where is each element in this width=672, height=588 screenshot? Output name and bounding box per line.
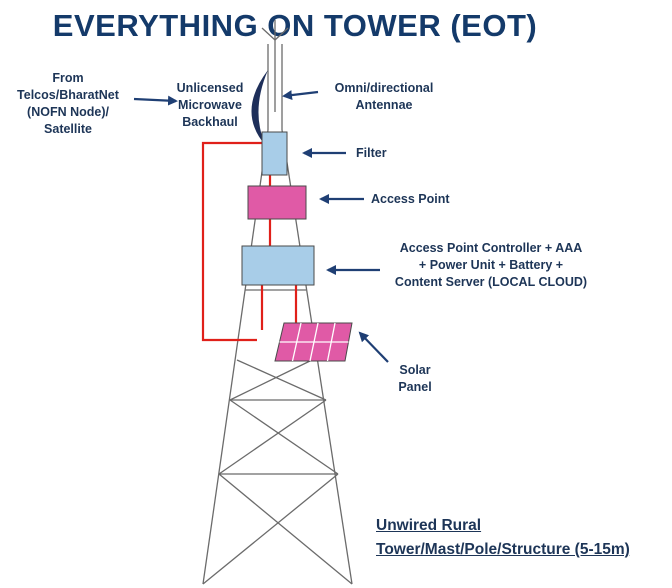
microwave-dish-icon — [251, 70, 268, 146]
arrow-source — [133, 95, 178, 106]
filter-label: Filter — [356, 146, 387, 160]
solar-panel-icon — [274, 322, 353, 362]
structure-footnote: Unwired Rural Tower/Mast/Pole/Structure … — [376, 517, 630, 558]
source-label: From Telcos/BharatNet (NOFN Node)/ Satel… — [17, 71, 119, 136]
power-wiring — [201, 141, 298, 342]
page-title: EVERYTHING ON TOWER (EOT) — [52, 8, 538, 43]
solar-label: Solar Panel — [398, 363, 432, 394]
arrow-antenna — [282, 90, 319, 101]
access-point-box — [247, 185, 307, 220]
backhaul-label: Unlicensed Microwave Backhaul — [176, 81, 244, 129]
controller-box — [241, 245, 315, 286]
pointer-arrows — [133, 90, 389, 363]
access-point-label: Access Point — [371, 192, 450, 206]
controller-label: Access Point Controller + AAA + Power Un… — [394, 241, 588, 289]
antenna-icon — [261, 20, 289, 112]
arrow-solar — [358, 331, 389, 363]
filter-box — [261, 131, 288, 176]
antenna-label: Omni/directional Antennae — [334, 81, 434, 112]
